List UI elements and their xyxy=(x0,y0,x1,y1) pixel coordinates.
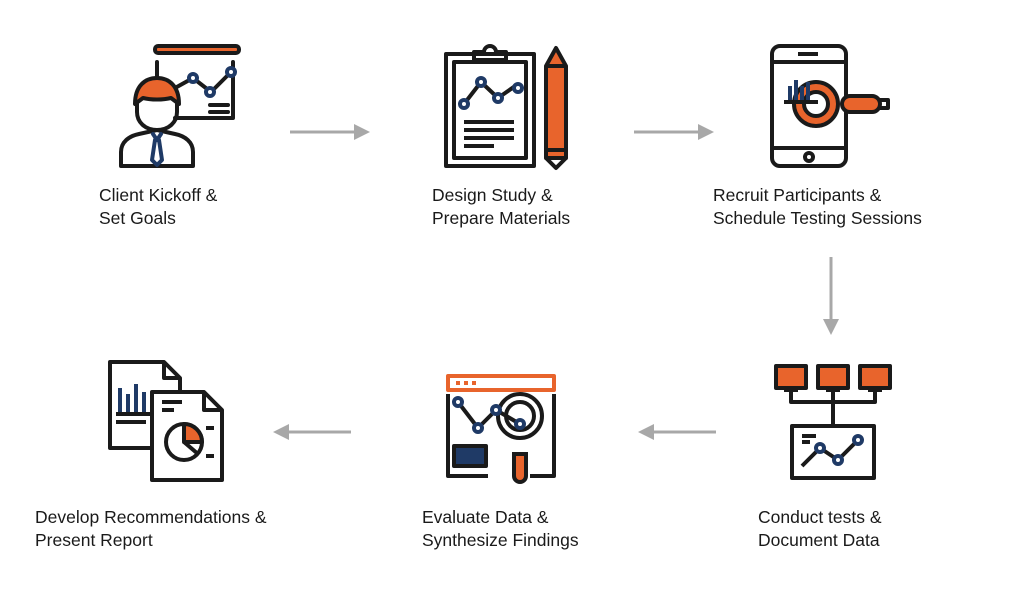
label-line: Develop Recommendations & xyxy=(35,507,267,527)
label-line: Design Study & xyxy=(432,185,553,205)
step-label-recruit-participants: Recruit Participants & Schedule Testing S… xyxy=(713,184,922,230)
label-line: Schedule Testing Sessions xyxy=(713,208,922,228)
clipboard-pencil-icon xyxy=(444,44,568,170)
arrow-down-icon xyxy=(823,257,839,335)
label-line: Client Kickoff & xyxy=(99,185,218,205)
label-line: Prepare Materials xyxy=(432,208,571,228)
step-label-develop-recommendations: Develop Recommendations & Present Report xyxy=(35,506,267,552)
arrow-right-icon xyxy=(290,124,370,140)
label-line: Evaluate Data & xyxy=(422,507,549,527)
report-documents-icon xyxy=(108,360,224,482)
label-line: Conduct tests & xyxy=(758,507,882,527)
arrow-left-icon xyxy=(273,424,351,440)
label-line: Present Report xyxy=(35,530,153,550)
network-monitors-icon xyxy=(774,364,892,480)
step-label-client-kickoff: Client Kickoff & Set Goals xyxy=(99,184,217,230)
step-label-evaluate-data: Evaluate Data & Synthesize Findings xyxy=(422,506,579,552)
browser-analytics-icon xyxy=(446,374,556,484)
label-line: Recruit Participants & xyxy=(713,185,882,205)
arrow-left-icon xyxy=(638,424,716,440)
step-label-conduct-tests: Conduct tests & Document Data xyxy=(758,506,882,552)
label-line: Synthesize Findings xyxy=(422,530,579,550)
presenter-chart-icon xyxy=(119,44,241,168)
step-label-design-study: Design Study & Prepare Materials xyxy=(432,184,570,230)
arrow-right-icon xyxy=(634,124,714,140)
label-line: Document Data xyxy=(758,530,880,550)
label-line: Set Goals xyxy=(99,208,176,228)
phone-magnifier-icon xyxy=(770,44,890,168)
